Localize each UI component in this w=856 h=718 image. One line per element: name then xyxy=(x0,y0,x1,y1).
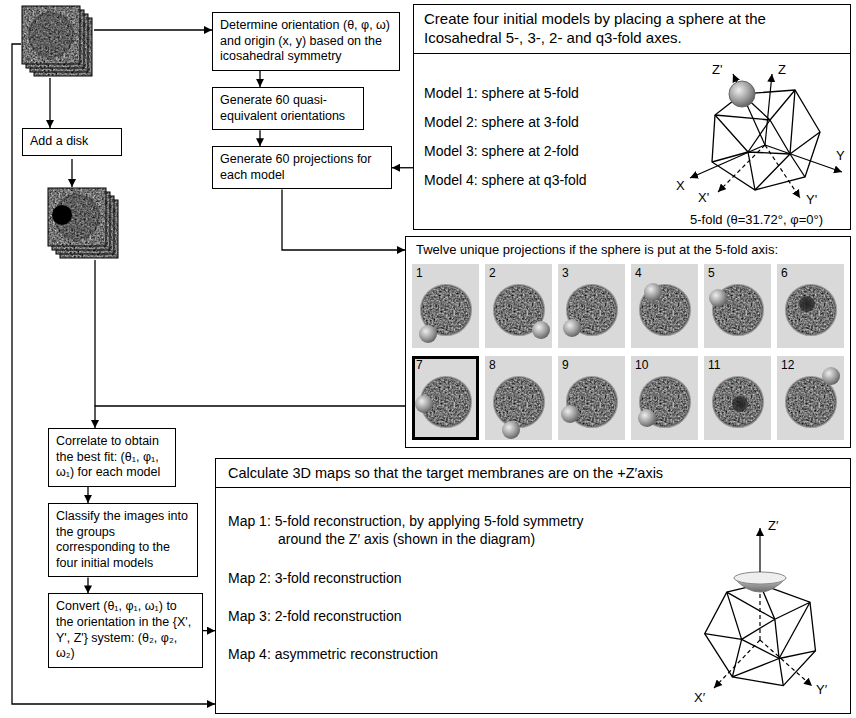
axis-label: X xyxy=(676,178,685,194)
box-text: Generate 60 quasi-equivalent orientation… xyxy=(220,93,356,124)
callout-number: 12 xyxy=(781,358,794,372)
list-item: Map 4: asymmetric reconstruction xyxy=(228,645,598,663)
flow-arrow xyxy=(87,487,88,503)
process-box: Generate 60 quasi-equivalent orientation… xyxy=(212,87,364,130)
callout-number: 5 xyxy=(708,266,715,280)
callout-number: 1 xyxy=(416,266,423,280)
flow-arrow xyxy=(95,406,405,428)
box-text: Calculate 3D maps so that the target mem… xyxy=(216,464,850,488)
flow-arrow xyxy=(282,189,405,250)
list-item: Map 1: 5-fold reconstruction, by applyin… xyxy=(228,512,598,548)
callout-number: 8 xyxy=(489,358,496,372)
process-box: Add a disk xyxy=(22,128,122,156)
process-box: Generate 60 projections for each model xyxy=(212,146,392,189)
process-box: Convert (θ₁, φ₁, ω₁) to the orientation … xyxy=(48,593,203,668)
model-panel: Create four initial models by placing a … xyxy=(413,4,851,230)
box-text: Add a disk xyxy=(30,134,114,150)
box-text: Classify the images into the groups corr… xyxy=(56,509,190,572)
axis-label: Z xyxy=(778,62,786,78)
map-panel: Calculate 3D maps so that the target mem… xyxy=(215,458,851,714)
callout-number: 2 xyxy=(489,266,496,280)
process-box: Correlate to obtain the best fit: (θ₁, φ… xyxy=(48,428,176,487)
list-item: Model 2: sphere at 3-fold xyxy=(424,113,674,131)
list-item: Model 4: sphere at q3-fold xyxy=(424,171,674,189)
process-box: Classify the images into the groups corr… xyxy=(48,503,198,578)
flow-arrow xyxy=(87,577,88,593)
model-figure xyxy=(690,74,842,198)
projection-grid xyxy=(412,264,844,440)
process-box: Determine orientation (θ, φ, ω) and orig… xyxy=(212,12,400,71)
callout-number: 9 xyxy=(562,358,569,372)
image-stack xyxy=(22,6,92,76)
axis-label: Z′ xyxy=(768,518,778,534)
callout-number: 4 xyxy=(635,266,642,280)
list-item: Map 3: 2-fold reconstruction xyxy=(228,607,598,625)
angle-note: 5-fold (θ=31.72°, φ=0°) xyxy=(690,212,823,228)
list-item: Model 3: sphere at 2-fold xyxy=(424,142,674,160)
callout-number: 7 xyxy=(416,358,423,372)
callout-number: 6 xyxy=(781,266,788,280)
callout-number: 10 xyxy=(635,358,648,372)
list-item: Model 1: sphere at 5-fold xyxy=(424,84,674,102)
disk xyxy=(52,205,72,225)
flow-arrow xyxy=(259,71,260,87)
flow-lines xyxy=(12,30,215,704)
box-text: Convert (θ₁, φ₁, ω₁) to the orientation … xyxy=(56,599,195,662)
box-text: Create four initial models by placing a … xyxy=(414,10,850,54)
axis-label: Z' xyxy=(712,62,722,78)
flow-arrow xyxy=(203,630,215,631)
box-text: Determine orientation (θ, φ, ω) and orig… xyxy=(220,18,392,65)
axis-label: X' xyxy=(698,190,709,206)
axis-label: X′ xyxy=(694,690,705,706)
callout-number: 3 xyxy=(562,266,569,280)
axis-label: Y xyxy=(836,148,845,164)
flow-arrow xyxy=(259,130,260,146)
axis-label: Y' xyxy=(806,192,817,208)
callout-number: 11 xyxy=(708,358,720,372)
sphere xyxy=(729,81,755,107)
flow-arrow xyxy=(392,167,413,168)
list-item: Map 2: 3-fold reconstruction xyxy=(228,569,598,587)
axis-label: Y′ xyxy=(816,682,827,698)
disk-image-stack xyxy=(48,188,118,258)
map-figure xyxy=(693,528,833,704)
box-text: Twelve unique projections if the sphere … xyxy=(416,242,840,258)
box-text: Generate 60 projections for each model xyxy=(220,152,384,183)
box-text: Correlate to obtain the best fit: (θ₁, φ… xyxy=(56,434,168,481)
